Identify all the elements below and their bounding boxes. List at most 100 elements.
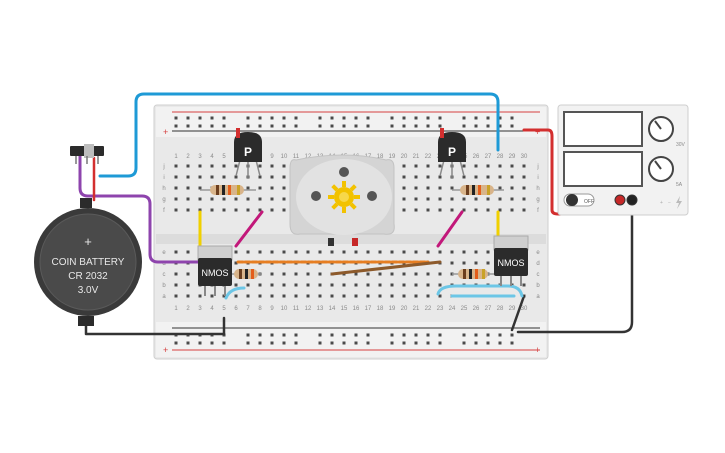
rail-hole[interactable]: [390, 116, 394, 120]
terminal-hole[interactable]: [174, 175, 178, 179]
rail-hole[interactable]: [258, 341, 262, 345]
terminal-hole[interactable]: [186, 272, 190, 276]
terminal-hole[interactable]: [234, 294, 238, 298]
terminal-hole[interactable]: [402, 197, 406, 201]
rail-hole[interactable]: [498, 116, 502, 120]
rail-hole[interactable]: [438, 341, 442, 345]
terminal-hole[interactable]: [438, 250, 442, 254]
terminal-hole[interactable]: [402, 186, 406, 190]
rail-hole[interactable]: [462, 333, 466, 337]
terminal-hole[interactable]: [282, 250, 286, 254]
rail-hole[interactable]: [354, 333, 358, 337]
terminal-hole[interactable]: [186, 186, 190, 190]
terminal-hole[interactable]: [450, 208, 454, 212]
rail-hole[interactable]: [498, 333, 502, 337]
terminal-hole[interactable]: [522, 283, 526, 287]
terminal-hole[interactable]: [186, 250, 190, 254]
terminal-hole[interactable]: [522, 208, 526, 212]
rail-hole[interactable]: [222, 116, 226, 120]
terminal-hole[interactable]: [510, 175, 514, 179]
slide-switch[interactable]: [70, 144, 104, 164]
terminal-hole[interactable]: [390, 272, 394, 276]
terminal-hole[interactable]: [414, 272, 418, 276]
terminal-hole[interactable]: [282, 164, 286, 168]
rail-hole[interactable]: [198, 341, 202, 345]
terminal-hole[interactable]: [306, 283, 310, 287]
terminal-hole[interactable]: [198, 164, 202, 168]
terminal-hole[interactable]: [450, 250, 454, 254]
terminal-hole[interactable]: [402, 175, 406, 179]
rail-hole[interactable]: [222, 341, 226, 345]
terminal-hole[interactable]: [234, 261, 238, 265]
rail-hole[interactable]: [186, 341, 190, 345]
terminal-hole[interactable]: [414, 186, 418, 190]
terminal-hole[interactable]: [174, 164, 178, 168]
terminal-hole[interactable]: [318, 250, 322, 254]
rail-hole[interactable]: [258, 116, 262, 120]
rail-hole[interactable]: [474, 124, 478, 128]
terminal-hole[interactable]: [402, 272, 406, 276]
terminal-hole[interactable]: [186, 283, 190, 287]
terminal-hole[interactable]: [222, 208, 226, 212]
rail-hole[interactable]: [402, 341, 406, 345]
terminal-hole[interactable]: [210, 208, 214, 212]
rail-hole[interactable]: [510, 341, 514, 345]
rail-hole[interactable]: [294, 341, 298, 345]
rail-hole[interactable]: [246, 333, 250, 337]
transistor-p-right[interactable]: P: [438, 128, 466, 178]
terminal-hole[interactable]: [270, 197, 274, 201]
terminal-hole[interactable]: [174, 186, 178, 190]
terminal-hole[interactable]: [354, 250, 358, 254]
terminal-hole[interactable]: [450, 197, 454, 201]
terminal-hole[interactable]: [258, 186, 262, 190]
terminal-hole[interactable]: [414, 283, 418, 287]
terminal-hole[interactable]: [330, 294, 334, 298]
terminal-hole[interactable]: [354, 283, 358, 287]
power-switch[interactable]: OFF: [563, 193, 595, 207]
rail-hole[interactable]: [294, 124, 298, 128]
wire-magenta-left[interactable]: [234, 210, 264, 248]
terminal-hole[interactable]: [378, 283, 382, 287]
rail-hole[interactable]: [438, 333, 442, 337]
rail-hole[interactable]: [486, 116, 490, 120]
terminal-hole[interactable]: [498, 186, 502, 190]
mosfet-right[interactable]: NMOS: [493, 235, 529, 286]
terminal-hole[interactable]: [258, 283, 262, 287]
terminal-hole[interactable]: [426, 283, 430, 287]
supply-plus-terminal[interactable]: [614, 194, 626, 206]
rail-hole[interactable]: [510, 333, 514, 337]
terminal-hole[interactable]: [210, 175, 214, 179]
rail-hole[interactable]: [330, 124, 334, 128]
terminal-hole[interactable]: [390, 283, 394, 287]
terminal-hole[interactable]: [270, 208, 274, 212]
terminal-hole[interactable]: [414, 250, 418, 254]
terminal-hole[interactable]: [174, 197, 178, 201]
terminal-hole[interactable]: [186, 164, 190, 168]
terminal-hole[interactable]: [258, 250, 262, 254]
rail-hole[interactable]: [354, 124, 358, 128]
terminal-hole[interactable]: [330, 250, 334, 254]
terminal-hole[interactable]: [486, 208, 490, 212]
terminal-hole[interactable]: [426, 175, 430, 179]
rail-hole[interactable]: [330, 333, 334, 337]
terminal-hole[interactable]: [486, 250, 490, 254]
terminal-hole[interactable]: [270, 283, 274, 287]
terminal-hole[interactable]: [258, 197, 262, 201]
rail-hole[interactable]: [390, 124, 394, 128]
rail-hole[interactable]: [258, 333, 262, 337]
rail-hole[interactable]: [486, 341, 490, 345]
terminal-hole[interactable]: [270, 175, 274, 179]
terminal-hole[interactable]: [306, 250, 310, 254]
terminal-hole[interactable]: [318, 272, 322, 276]
rail-hole[interactable]: [282, 333, 286, 337]
rail-hole[interactable]: [426, 124, 430, 128]
rail-hole[interactable]: [270, 116, 274, 120]
terminal-hole[interactable]: [366, 294, 370, 298]
terminal-hole[interactable]: [462, 250, 466, 254]
terminal-hole[interactable]: [198, 197, 202, 201]
terminal-hole[interactable]: [258, 294, 262, 298]
terminal-hole[interactable]: [414, 197, 418, 201]
terminal-hole[interactable]: [198, 208, 202, 212]
terminal-hole[interactable]: [246, 186, 250, 190]
terminal-hole[interactable]: [474, 250, 478, 254]
